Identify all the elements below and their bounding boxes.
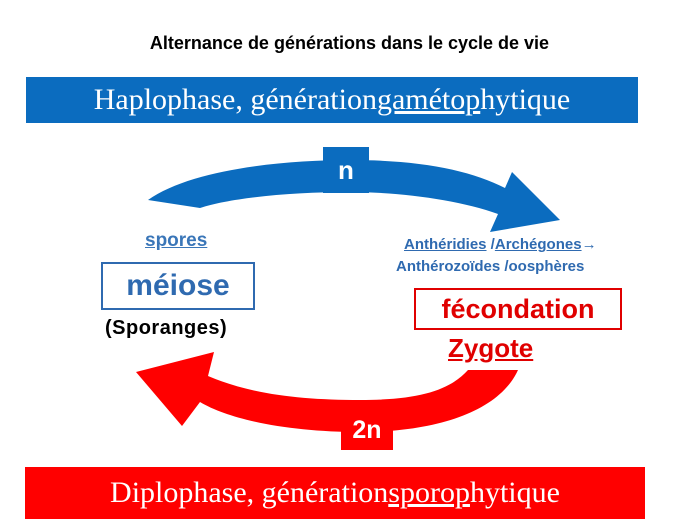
fecondation-label: fécondation <box>441 293 595 324</box>
meiose-label: méiose <box>126 269 230 302</box>
diplophase-suffix: hytique <box>469 476 560 509</box>
diplophase-prefix: Diplophase, génération <box>110 476 389 509</box>
separator-label: / <box>486 236 495 253</box>
meiose-box: méiose <box>101 262 255 310</box>
curved-arrow-right-icon <box>148 160 560 232</box>
haplophase-suffix: hytique <box>480 83 571 116</box>
fecondation-box: fécondation <box>414 288 622 330</box>
antheridies-line: Anthéridies /Archégones→ <box>404 236 597 253</box>
curved-arrow-left-icon <box>136 352 518 432</box>
sporanges-label: (Sporanges) <box>105 317 228 339</box>
haplophase-underlined: gamétop <box>376 83 481 116</box>
diplophase-underlined: sporop <box>388 476 470 509</box>
diagram-title: Alternance de générations dans le cycle … <box>149 33 550 53</box>
zygote-label: Zygote <box>448 333 534 363</box>
haploid-n-badge: n <box>323 147 369 193</box>
antheridies-label: Anthéridies <box>404 236 487 253</box>
spores-label: spores <box>145 230 208 251</box>
haplophase-prefix: Haplophase, génération <box>93 83 377 116</box>
archegones-label: Archégones <box>494 236 582 253</box>
antherozoides-line: Anthérozoïdes /oosphères <box>396 258 585 275</box>
diploid-2n-badge: 2n <box>341 410 393 450</box>
right-arrow-icon: → <box>581 236 597 253</box>
